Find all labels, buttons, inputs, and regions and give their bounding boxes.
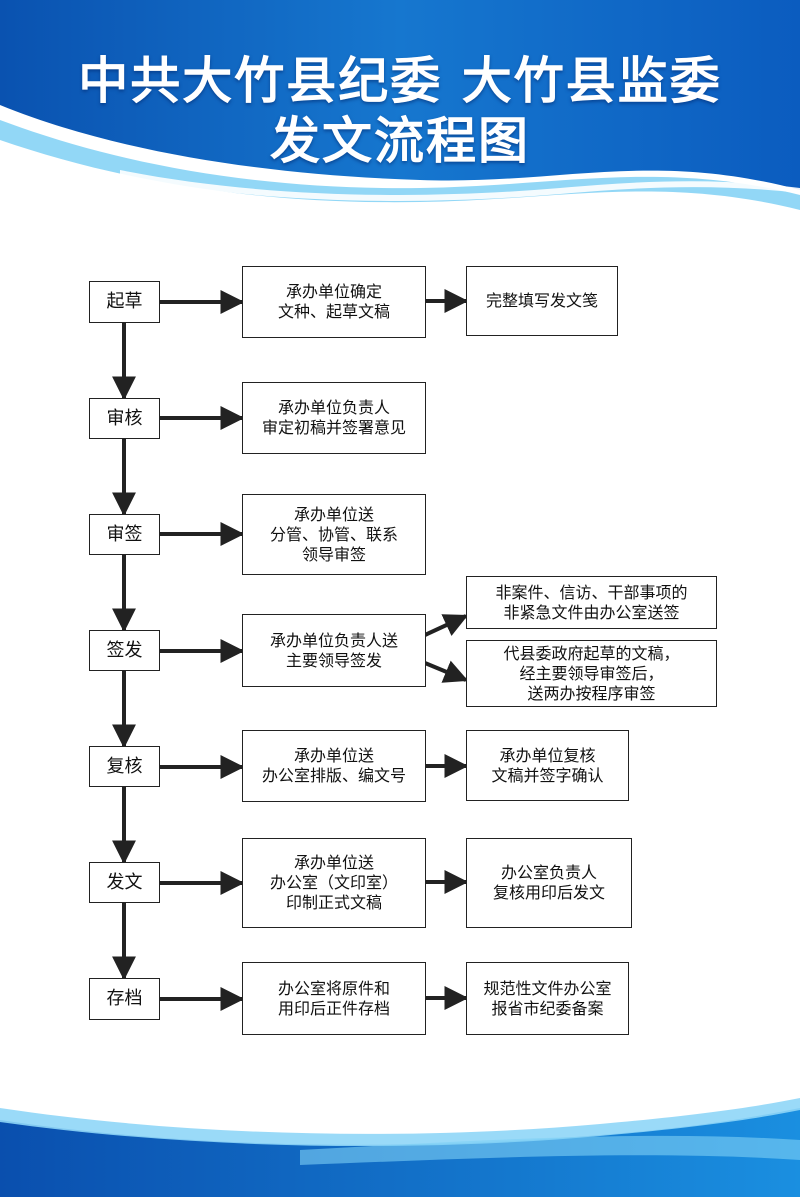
middle-box-5: 承办单位送 办公室排版、编文号 [242,730,426,802]
right-box-4b: 代县委政府起草的文稿， 经主要领导审签后， 送两办按程序审签 [466,640,717,707]
right-box-5: 承办单位复核 文稿并签字确认 [466,730,629,801]
middle-box-4: 承办单位负责人送 主要领导签发 [242,614,426,687]
arrow-m4-r4a [424,614,469,637]
right-box-7: 规范性文件办公室 报省市纪委备案 [466,962,629,1035]
right-box-6: 办公室负责人 复核用印后发文 [466,838,632,928]
title-line-2: 发文流程图 [270,112,530,170]
middle-box-7: 办公室将原件和 用印后正件存档 [242,962,426,1035]
title-line-1: 中共大竹县纪委 大竹县监委 [78,52,722,110]
middle-box-6: 承办单位送 办公室（文印室） 印制正式文稿 [242,838,426,928]
step-box-draft: 起草 [89,281,160,323]
right-box-1: 完整填写发文笺 [466,266,618,336]
right-box-4a: 非案件、信访、干部事项的 非紧急文件由办公室送签 [466,576,717,629]
step-box-archive: 存档 [89,978,160,1020]
step-box-sign-issue: 签发 [89,630,160,671]
middle-box-2: 承办单位负责人 审定初稿并签署意见 [242,382,426,454]
middle-box-3: 承办单位送 分管、协管、联系 领导审签 [242,494,426,575]
step-box-recheck: 复核 [89,746,160,787]
top-banner-wave [0,0,800,190]
middle-box-1: 承办单位确定 文种、起草文稿 [242,266,426,338]
step-box-approve-review: 审签 [89,514,160,555]
arrow-m4-r4b [424,660,469,683]
step-box-dispatch: 发文 [89,862,160,903]
step-box-review: 审核 [89,398,160,439]
bottom-banner-highlight [0,1098,800,1147]
